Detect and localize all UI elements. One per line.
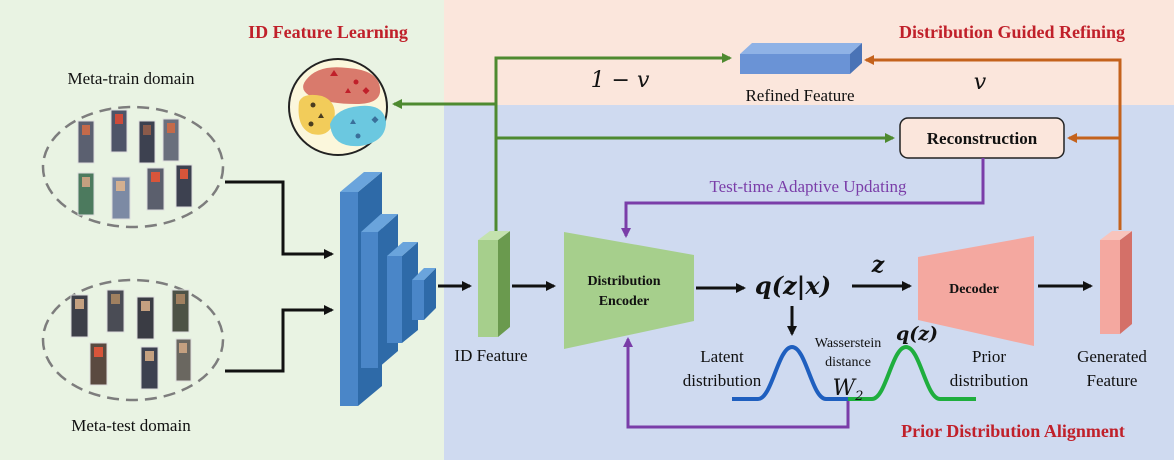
wasserstein-label-2: distance	[825, 355, 871, 370]
arrow-meta-train-to-cnn	[225, 180, 334, 259]
generated-feature-label-1: Generated	[1077, 347, 1147, 366]
arrow-meta-test-to-cnn	[225, 305, 334, 373]
cnn-backbone	[340, 172, 436, 406]
generated-feature-block	[1100, 231, 1132, 334]
decoder-shape	[918, 236, 1034, 346]
prior-label-1: Prior	[972, 347, 1006, 366]
id-feature-block	[478, 231, 510, 337]
test-time-updating-label: Test-time Adaptive Updating	[709, 177, 907, 196]
q-z-label: q(z)	[896, 323, 938, 345]
prior-label-2: distribution	[950, 371, 1029, 390]
refined-feature-block	[740, 43, 862, 74]
prior-distribution-curve	[848, 344, 976, 401]
purple-arrow-test-time	[621, 158, 985, 238]
reconstruction-label: Reconstruction	[927, 129, 1038, 148]
one-minus-v-label: 1 − v	[591, 68, 650, 93]
w2-symbol: W2	[833, 376, 864, 404]
encoder-label-line2: Encoder	[599, 294, 650, 309]
q-z-given-x-label: q(z|x)	[755, 271, 831, 300]
meta-train-images	[77, 109, 193, 220]
latent-label-1: Latent	[700, 347, 744, 366]
meta-test-images	[70, 289, 192, 390]
meta-test-domain-label: Meta-test domain	[71, 416, 191, 435]
title-id-feature-learning: ID Feature Learning	[248, 22, 408, 42]
green-line-main	[494, 53, 732, 231]
distribution-encoder-shape	[564, 232, 694, 349]
latent-label-2: distribution	[683, 371, 762, 390]
z-label: z	[871, 252, 885, 278]
meta-train-ellipse	[41, 105, 225, 229]
wasserstein-label-1: Wasserstein	[815, 336, 882, 351]
meta-test-ellipse	[41, 278, 225, 402]
v-label: v	[974, 70, 987, 95]
orange-line-main	[864, 55, 1122, 230]
decoder-label: Decoder	[949, 282, 999, 297]
meta-train-domain-label: Meta-train domain	[68, 69, 195, 88]
id-feature-label: ID Feature	[454, 346, 527, 365]
encoder-label-line1: Distribution	[587, 274, 660, 289]
latent-distribution-curve	[732, 344, 848, 401]
purple-arrow-wasserstein	[623, 337, 850, 429]
title-distribution-guided-refining: Distribution Guided Refining	[899, 22, 1125, 42]
feature-cluster-icon	[288, 58, 388, 156]
generated-feature-label-2: Feature	[1087, 371, 1138, 390]
title-prior-distribution-alignment: Prior Distribution Alignment	[901, 421, 1125, 441]
refined-feature-label: Refined Feature	[745, 86, 854, 105]
